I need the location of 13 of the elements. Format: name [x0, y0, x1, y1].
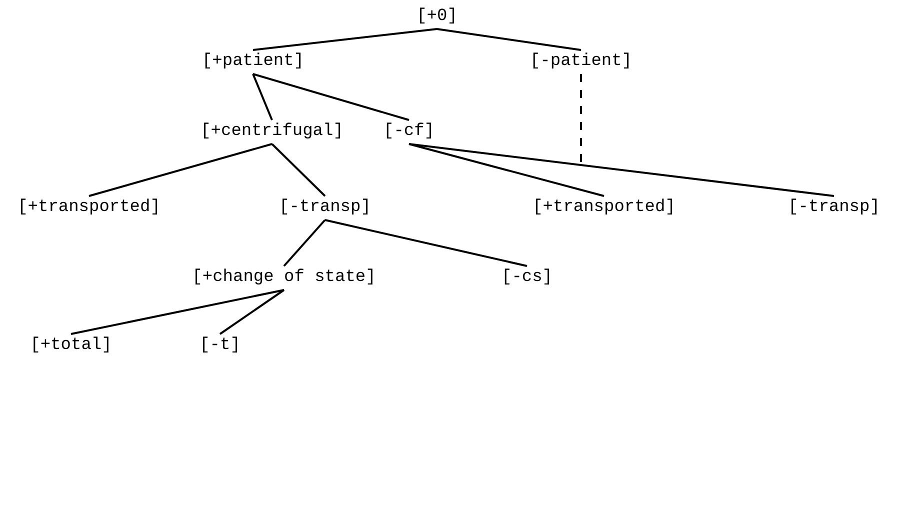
- dashed-line: [580, 74, 582, 165]
- tree-branch: [252, 28, 438, 51]
- tree-branch: [408, 143, 604, 197]
- tree-branch: [283, 219, 326, 267]
- tree-branch: [271, 143, 326, 197]
- tree-branch: [324, 219, 528, 267]
- tree-branch: [436, 28, 582, 51]
- tree-branch: [252, 74, 273, 120]
- tree-branch: [219, 289, 285, 335]
- tree-branch: [408, 143, 834, 197]
- tree-branch: [70, 289, 284, 335]
- tree-branch: [252, 73, 410, 121]
- tree-branch: [88, 143, 272, 197]
